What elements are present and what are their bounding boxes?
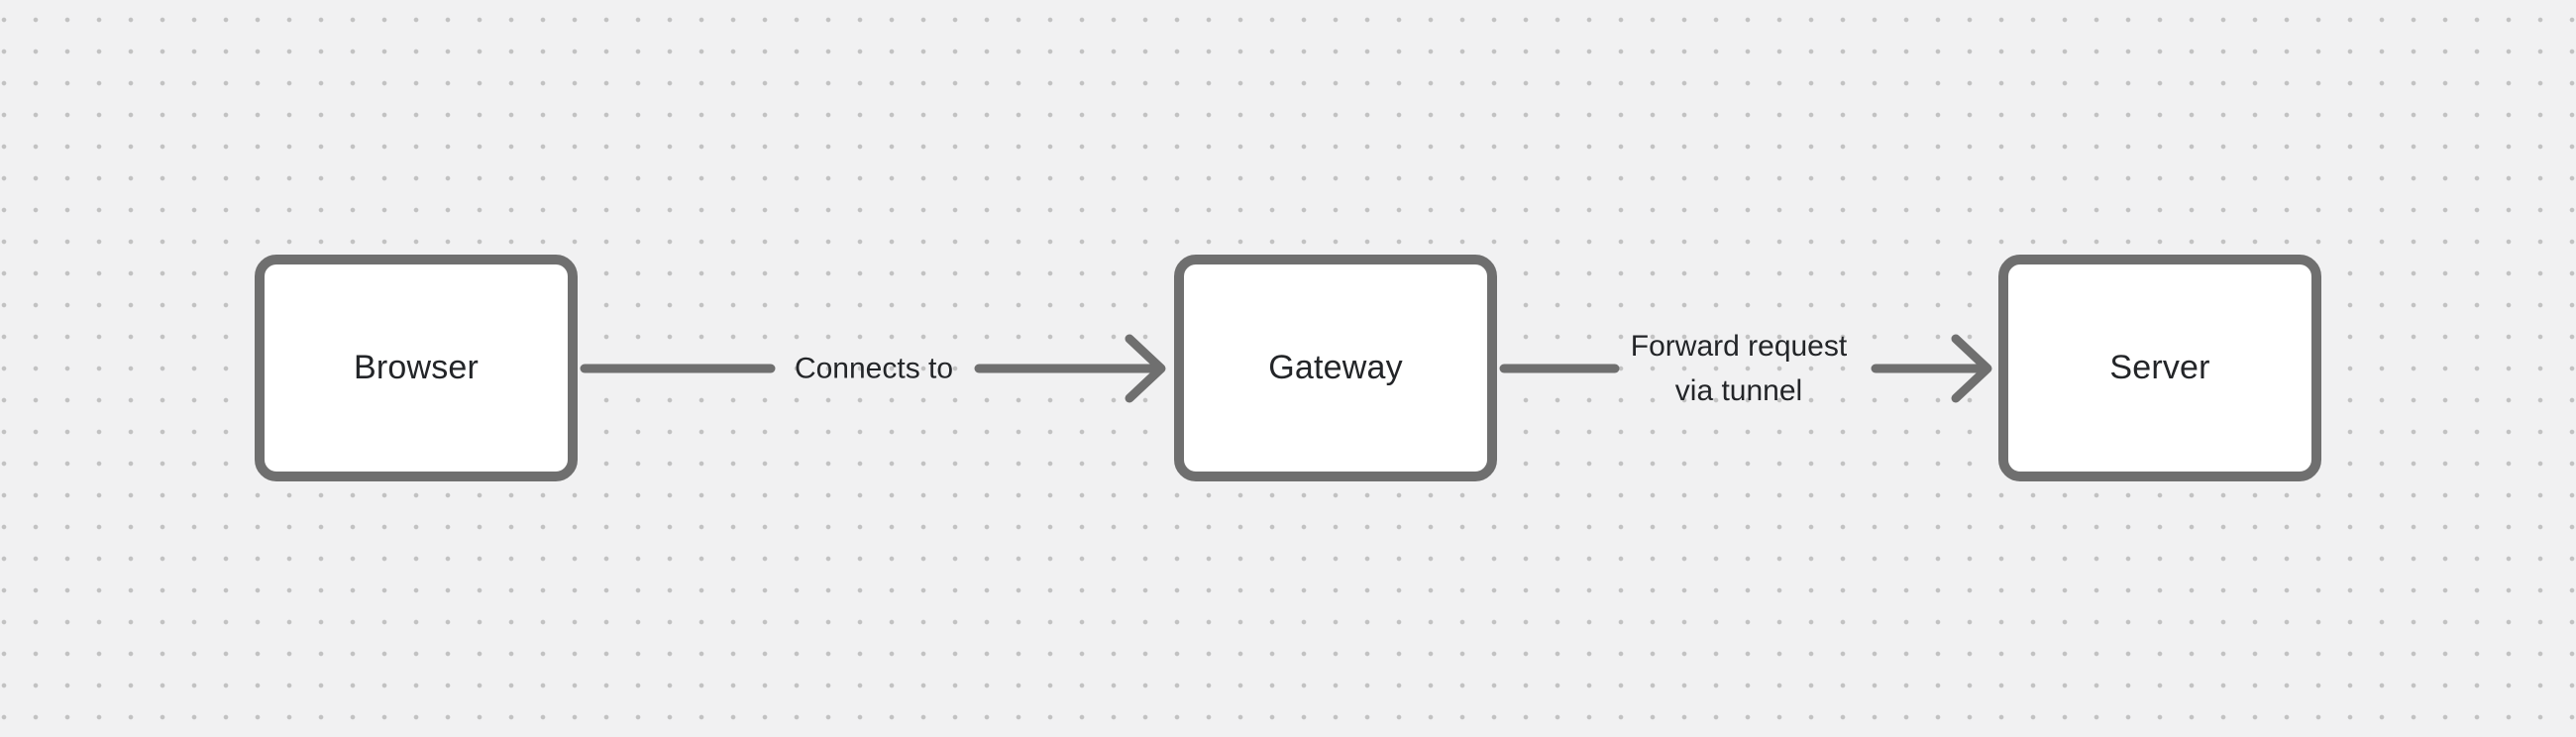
edge-label-forward-request[interactable]: Forward request via tunnel xyxy=(1631,324,1847,413)
arrowhead-icon[interactable] xyxy=(1125,334,1166,403)
node-gateway[interactable]: Gateway xyxy=(1174,255,1497,481)
arrow-gateway-server[interactable] xyxy=(1499,334,1992,403)
node-label: Server xyxy=(2109,349,2210,386)
arrowhead-icon[interactable] xyxy=(1951,334,1992,403)
node-label: Gateway xyxy=(1268,349,1403,386)
edge-label-connects-to[interactable]: Connects to xyxy=(794,352,954,385)
edge-label-line: via tunnel xyxy=(1674,374,1803,407)
node-browser[interactable]: Browser xyxy=(255,255,578,481)
node-label: Browser xyxy=(353,349,480,386)
node-server[interactable]: Server xyxy=(1998,255,2321,481)
edge-label-line: Forward request xyxy=(1630,330,1848,363)
arrow-browser-gateway[interactable] xyxy=(580,334,1166,403)
